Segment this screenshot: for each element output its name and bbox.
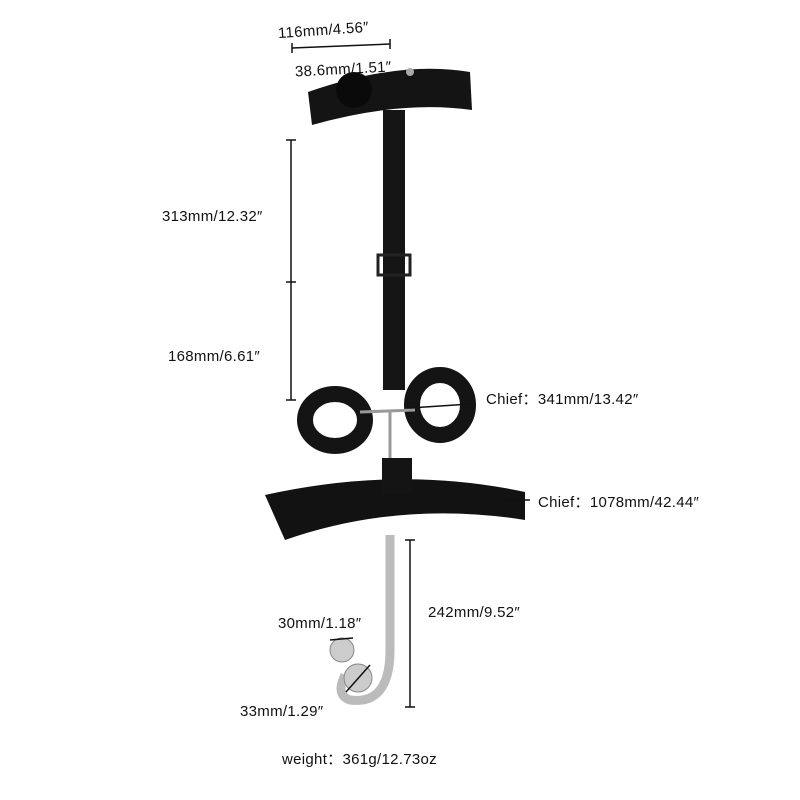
- cuff-left: [297, 386, 373, 454]
- ball-gag: [336, 72, 372, 108]
- weight-label: weight：361g/12.73oz: [282, 751, 437, 768]
- belt: [265, 479, 525, 540]
- large-ball-diameter-label: 33mm/1.29″: [240, 703, 324, 720]
- small-ball: [329, 637, 355, 663]
- lower-strap-length-label: 168mm/6.61″: [168, 348, 260, 365]
- anal-hook: [336, 535, 395, 705]
- small-ball-diameter-label: 30mm/1.18″: [278, 615, 362, 632]
- hook-length-label: 242mm/9.52″: [428, 604, 520, 621]
- back-strap: [383, 110, 405, 390]
- cuff-circumference-label: Chief：341mm/13.42″: [486, 391, 639, 408]
- cuff-right: [404, 367, 476, 443]
- dimension-lines: [286, 39, 530, 708]
- upper-strap-length-label: 313mm/12.32″: [162, 208, 263, 225]
- belt-circumference-label: Chief：1078mm/42.44″: [538, 494, 700, 511]
